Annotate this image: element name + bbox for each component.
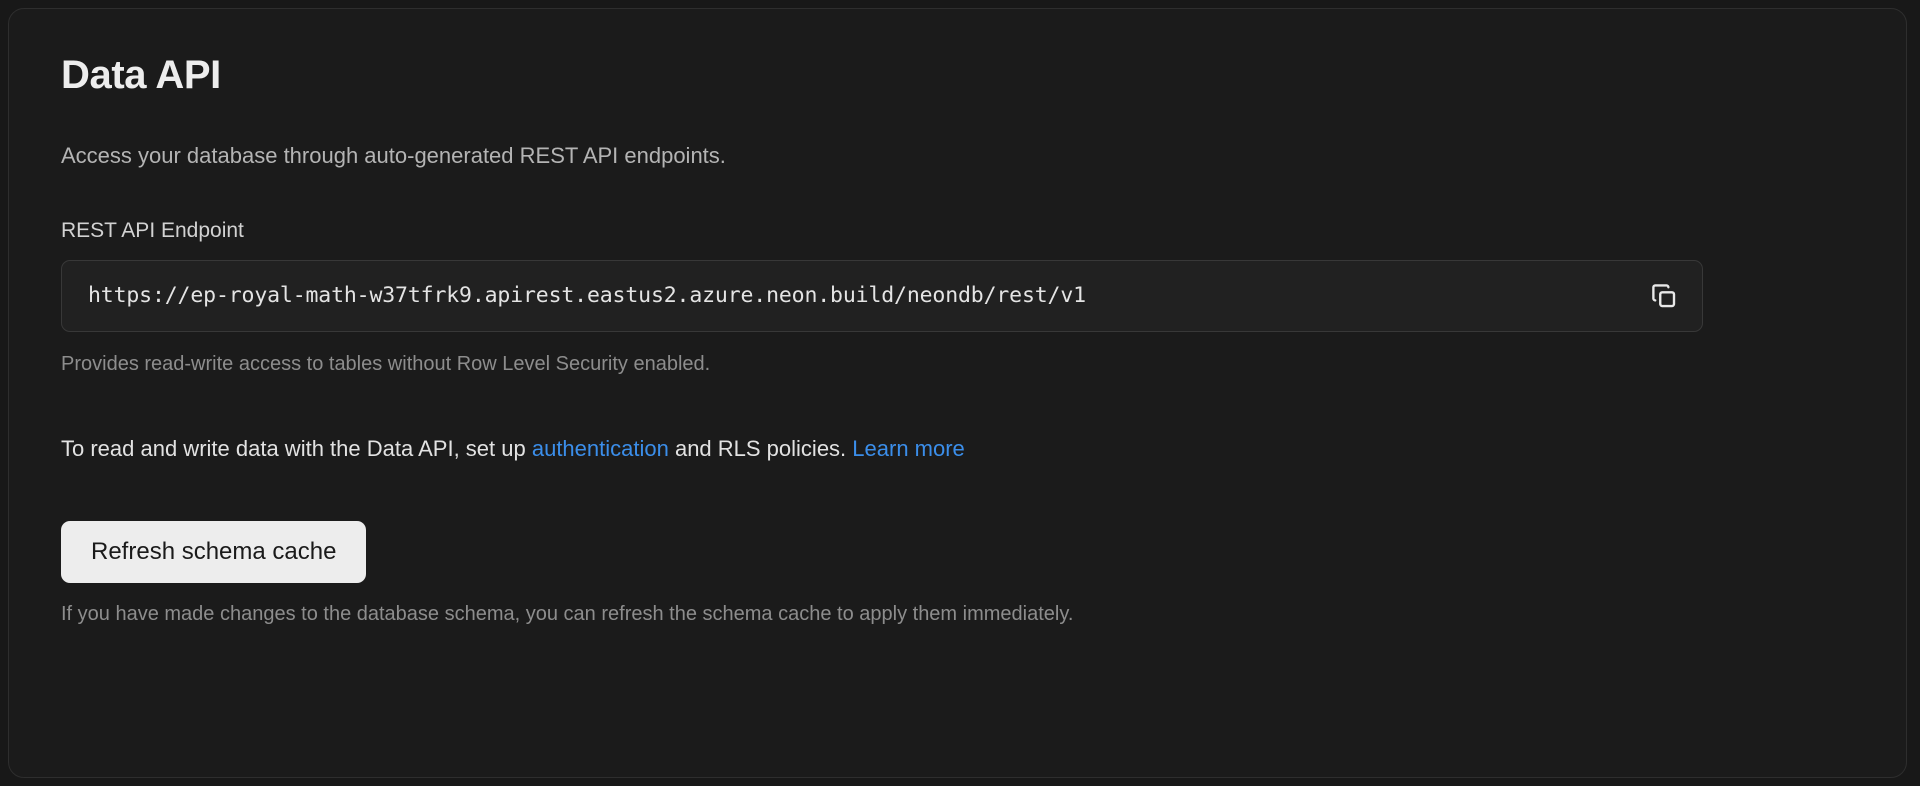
rls-info-line: To read and write data with the Data API… [61,400,1854,465]
page-description: Access your database through auto-genera… [61,143,726,168]
endpoint-field-row [61,259,1703,332]
rest-api-endpoint-input[interactable] [62,282,1626,310]
endpoint-label: REST API Endpoint [61,218,244,242]
copy-endpoint-button[interactable] [1626,261,1702,331]
endpoint-helper-text: Provides read-write access to tables wit… [61,352,711,375]
authentication-link[interactable]: authentication [531,435,669,461]
refresh-button-wrap: Refresh schema cache [61,487,1854,583]
refresh-schema-cache-button[interactable]: Refresh schema cache [61,520,367,583]
page-title: Data API [61,53,221,97]
refresh-footnote: If you have made changes to the database… [61,602,1074,625]
data-api-card: Data API Access your database through au… [8,8,1907,778]
info-prefix-text: To read and write data with the Data API… [61,435,532,461]
info-middle-text: and RLS policies. [668,435,853,461]
learn-more-link[interactable]: Learn more [852,435,965,461]
copy-icon [1649,281,1679,311]
